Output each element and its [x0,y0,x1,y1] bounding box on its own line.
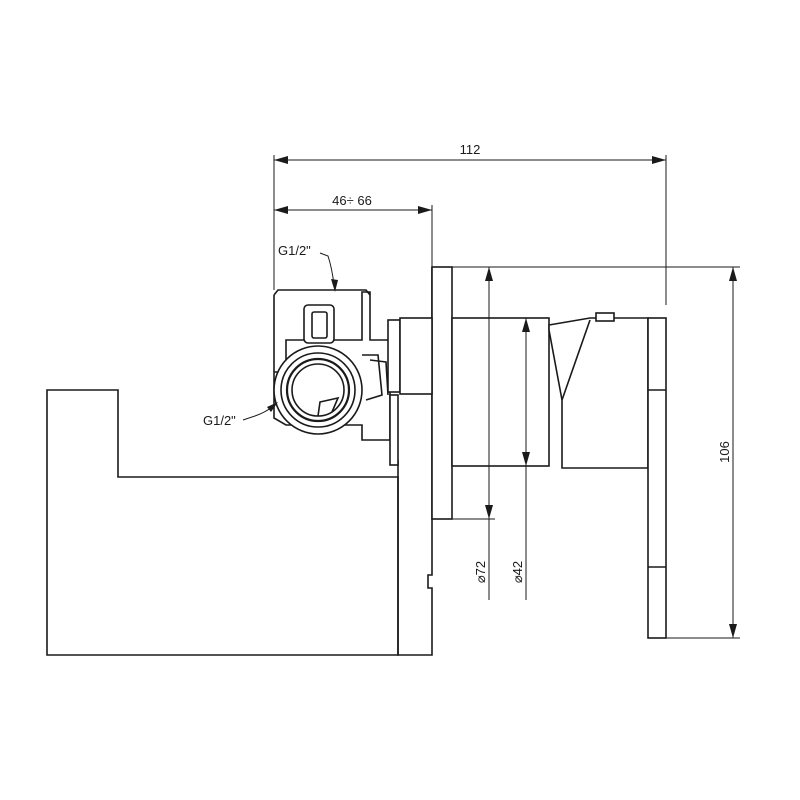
dimension-body-diameter: ⌀42 [510,318,530,600]
callout-top-inlet: G1/2" [278,243,338,292]
dimension-overall-height: 106 [452,266,740,639]
dim-106-label: 106 [717,441,732,463]
cover-plate [431,266,453,520]
dim-46-66-label: 46÷ 66 [332,193,372,208]
side-inlet-label: G1/2" [203,413,236,428]
handle-assembly [548,312,649,469]
dim-d42-label: ⌀42 [510,561,525,583]
callout-side-inlet: G1/2" [203,402,278,428]
dimension-wall-depth: 46÷ 66 [274,193,433,267]
lever-handle [647,317,667,639]
concealed-valve-box [273,289,433,466]
valve-body [451,317,550,467]
top-inlet-label: G1/2" [278,243,311,258]
dimension-plate-diameter: ⌀72 [452,267,495,600]
dim-d72-label: ⌀72 [473,561,488,583]
dimension-overall-length: 112 [273,142,667,305]
wall-section [46,267,433,656]
dim-112-label: 112 [460,142,481,157]
